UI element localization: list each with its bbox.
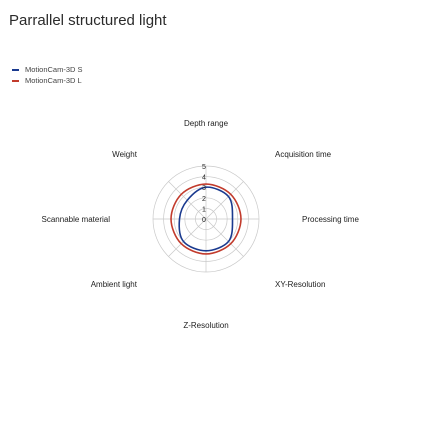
tick-label-0: 0 bbox=[202, 217, 206, 224]
axis-label-z-resolution: Z-Resolution bbox=[183, 321, 228, 330]
legend-item-motioncam-3d-s: MotionCam-3D S bbox=[12, 64, 83, 75]
tick-label-1: 1 bbox=[202, 206, 206, 213]
legend-item-motioncam-3d-l: MotionCam-3D L bbox=[12, 75, 83, 86]
legend-swatch-motioncam-3d-l bbox=[12, 79, 19, 82]
chart-title: Parrallel structured light bbox=[9, 12, 167, 29]
grid-ring-5 bbox=[152, 165, 260, 273]
axis-label-ambient-light: Ambient light bbox=[91, 280, 138, 289]
grid-ring-4 bbox=[163, 176, 249, 262]
tick-label-2: 2 bbox=[202, 196, 206, 203]
tick-label-4: 4 bbox=[202, 175, 206, 182]
axis-label-depth-range: Depth range bbox=[184, 119, 229, 128]
axis-label-scannable-material: Scannable material bbox=[42, 215, 111, 224]
legend-swatch-motioncam-3d-s bbox=[12, 68, 19, 71]
spoke-xy-resolution bbox=[205, 218, 244, 257]
spoke-ambient-light bbox=[168, 218, 207, 257]
legend-label-motioncam-3d-s: MotionCam-3D S bbox=[25, 65, 83, 74]
axis-label-processing-time: Processing time bbox=[302, 215, 359, 224]
axis-label-xy-resolution: XY-Resolution bbox=[275, 280, 325, 289]
legend-label-motioncam-3d-l: MotionCam-3D L bbox=[25, 76, 82, 85]
grid-ring-2 bbox=[184, 197, 228, 241]
tick-label-5: 5 bbox=[202, 164, 206, 171]
series-line-motioncam-3d-l bbox=[170, 183, 242, 255]
radar-series bbox=[170, 183, 242, 255]
tick-label-3: 3 bbox=[202, 185, 206, 192]
radar-grid bbox=[152, 165, 260, 273]
series-line-motioncam-3d-s bbox=[178, 186, 234, 252]
axis-label-weight: Weight bbox=[112, 150, 138, 159]
spoke-acquisition-time bbox=[205, 181, 244, 220]
axis-label-acquisition-time: Acquisition time bbox=[275, 150, 332, 159]
grid-ring-1 bbox=[195, 208, 217, 230]
legend: MotionCam-3D S MotionCam-3D L bbox=[12, 64, 83, 86]
